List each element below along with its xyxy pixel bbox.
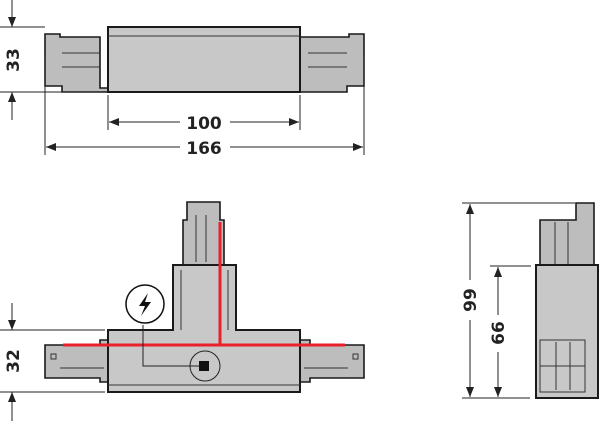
left-end-connector [44,33,109,93]
dim-100: 100 [107,95,301,134]
dim-32: 32 [0,303,105,421]
dimension-label-66: 66 [489,321,509,345]
power-feed-lightning-icon [125,284,165,324]
top-view [44,26,365,93]
earth-terminal-icon [199,361,209,371]
connector-body [107,26,301,93]
right-end-connector [299,33,365,93]
dimension-label-166: 166 [186,139,222,159]
dim-33: 33 [0,0,100,120]
dim-166: 166 [44,56,365,159]
t-view [44,201,365,393]
earth-terminal-ring [189,350,221,382]
side-end-connector [539,202,595,266]
dimension-label-100: 100 [186,114,222,134]
stem-end-connector [182,201,225,266]
dimension-label-99: 99 [461,288,481,312]
dimension-label-32: 32 [4,349,24,373]
dim-99: 99 [461,202,575,399]
t-connector-body [107,264,301,393]
dim-66: 66 [489,265,531,397]
side-view [535,202,599,399]
dimension-label-33: 33 [4,48,24,72]
side-body [535,264,599,399]
